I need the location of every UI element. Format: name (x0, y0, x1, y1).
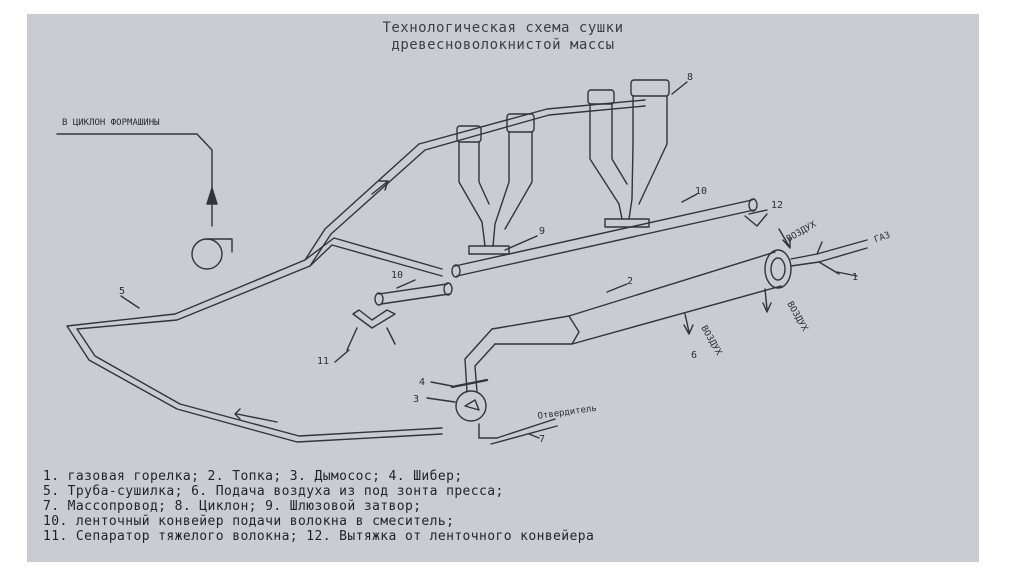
fan (191, 238, 223, 270)
callout-7: 7 (539, 434, 546, 445)
furnace (491, 251, 782, 345)
legend: 1. газовая горелка; 2. Топка; 3. Дымосос… (43, 469, 973, 544)
callout-1: 1 (852, 272, 859, 283)
belt-conveyor (454, 199, 755, 277)
callout-8: 8 (687, 72, 694, 83)
diagram-sheet: Технологическая схема сушки древесноволо… (27, 14, 979, 562)
callout-3: 3 (413, 394, 420, 405)
callout-10-left: 10 (391, 270, 404, 281)
callout-12: 12 (771, 200, 784, 211)
upper-pipe (304, 99, 646, 261)
legend-line: 7. Массопровод; 8. Циклон; 9. Шлюзовой з… (43, 499, 422, 514)
callout-4: 4 (419, 377, 426, 388)
drying-pipe-inner (76, 244, 443, 437)
cyclone-left-2 (492, 131, 533, 247)
damper (450, 378, 489, 389)
callout-11: 11 (317, 356, 330, 367)
callout-5: 5 (119, 286, 126, 297)
callout-2: 2 (627, 276, 634, 287)
drying-pipe (66, 237, 443, 443)
hardener-feed (478, 418, 558, 445)
gas-burner (790, 239, 868, 267)
cyclone-right-2 (628, 95, 668, 220)
upper-pipe-inner (309, 105, 646, 267)
title-line-2: древесноволокнистой массы (391, 37, 615, 53)
cyclone-left-1 (458, 141, 490, 247)
legend-line: 11. Сепаратор тяжелого волокна; 12. Вытя… (43, 529, 595, 544)
duct-to-exhauster (464, 328, 496, 393)
callout-10-top: 10 (695, 186, 708, 197)
legend-line: 1. газовая горелка; 2. Топка; 3. Дымосос… (43, 469, 463, 484)
legend-line: 10. ленточный конвейер подачи волокна в … (43, 514, 455, 529)
separator (352, 309, 396, 329)
smoke-exhauster (455, 390, 487, 422)
diagram-title: Технологическая схема сушки древесноволо… (27, 20, 979, 54)
small-conveyor (378, 283, 450, 305)
label-to-forming-cyclone: В ЦИКЛОН ФОРМАШИНЫ (62, 118, 160, 128)
cyclone-right-1 (589, 103, 628, 220)
callout-6: 6 (691, 350, 698, 361)
callout-9: 9 (539, 226, 546, 237)
exhaust-hood (744, 213, 768, 227)
forming-cyclone-pipe (56, 133, 213, 227)
process-diagram (56, 79, 868, 445)
title-line-1: Технологическая схема сушки (382, 20, 624, 36)
legend-line: 5. Труба-сушилка; 6. Подача воздуха из п… (43, 484, 504, 499)
